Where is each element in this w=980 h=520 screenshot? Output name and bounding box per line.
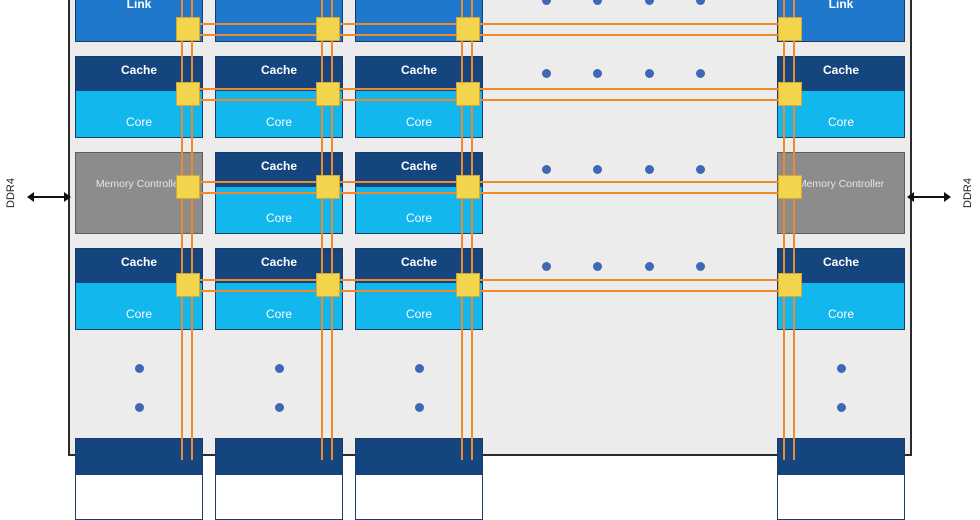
mesh-stop xyxy=(778,175,802,199)
ellipsis-dot xyxy=(415,364,424,373)
mesh-stop xyxy=(456,273,480,297)
mesh-stop xyxy=(778,82,802,106)
ellipsis-dot xyxy=(696,0,705,5)
ellipsis-dot xyxy=(275,364,284,373)
ellipsis-dot xyxy=(593,69,602,78)
mesh-stop xyxy=(176,175,200,199)
mesh-horizontal-wire xyxy=(181,279,795,292)
ellipsis-dot xyxy=(696,262,705,271)
memory-controller-label: Memory Controller xyxy=(95,178,183,190)
mesh-vertical-wire xyxy=(321,0,333,460)
ellipsis-dot xyxy=(696,69,705,78)
ellipsis-dot xyxy=(593,0,602,5)
mesh-stop xyxy=(778,273,802,297)
cache-core-tile: Cache Core xyxy=(777,56,905,138)
ellipsis-dot xyxy=(645,0,654,5)
mesh-stop xyxy=(456,82,480,106)
ellipsis-dot xyxy=(645,262,654,271)
mesh-vertical-wire xyxy=(181,0,193,460)
mesh-vertical-wire xyxy=(783,0,795,460)
ellipsis-dot xyxy=(696,165,705,174)
ddr4-left-label: DDR4 xyxy=(5,178,17,208)
ellipsis-dot xyxy=(542,262,551,271)
mesh-stop xyxy=(778,17,802,41)
ellipsis-dot xyxy=(645,165,654,174)
ellipsis-dot xyxy=(593,165,602,174)
mesh-stop xyxy=(456,17,480,41)
die-outline xyxy=(68,0,912,456)
mesh-stop xyxy=(176,273,200,297)
ellipsis-dot xyxy=(593,262,602,271)
mesh-vertical-wire xyxy=(461,0,473,460)
ellipsis-dot xyxy=(542,0,551,5)
ellipsis-dot xyxy=(415,403,424,412)
ellipsis-dot xyxy=(837,403,846,412)
ellipsis-dot xyxy=(135,364,144,373)
processor-mesh-diagram: DDR4 DDR4 Link Link Cache Core Cache Cor… xyxy=(5,0,974,520)
ellipsis-dot xyxy=(542,165,551,174)
mesh-stop xyxy=(316,82,340,106)
mesh-stop xyxy=(176,17,200,41)
ellipsis-dot xyxy=(837,364,846,373)
mesh-horizontal-wire xyxy=(181,23,795,36)
ellipsis-dot xyxy=(135,403,144,412)
mesh-horizontal-wire xyxy=(181,181,795,194)
mesh-stop xyxy=(316,17,340,41)
ddr4-right-label: DDR4 xyxy=(962,178,974,208)
ellipsis-dot xyxy=(645,69,654,78)
cache-core-tile-cropped xyxy=(777,438,905,520)
mesh-stop xyxy=(316,175,340,199)
mesh-stop xyxy=(456,175,480,199)
mesh-stop xyxy=(176,82,200,106)
ellipsis-dot xyxy=(275,403,284,412)
ellipsis-dot xyxy=(542,69,551,78)
ddr4-right-arrow xyxy=(907,192,951,202)
mesh-stop xyxy=(316,273,340,297)
ddr4-left-arrow xyxy=(27,192,71,202)
mesh-horizontal-wire xyxy=(181,88,795,101)
memory-controller-label: Memory Controller xyxy=(797,178,885,190)
